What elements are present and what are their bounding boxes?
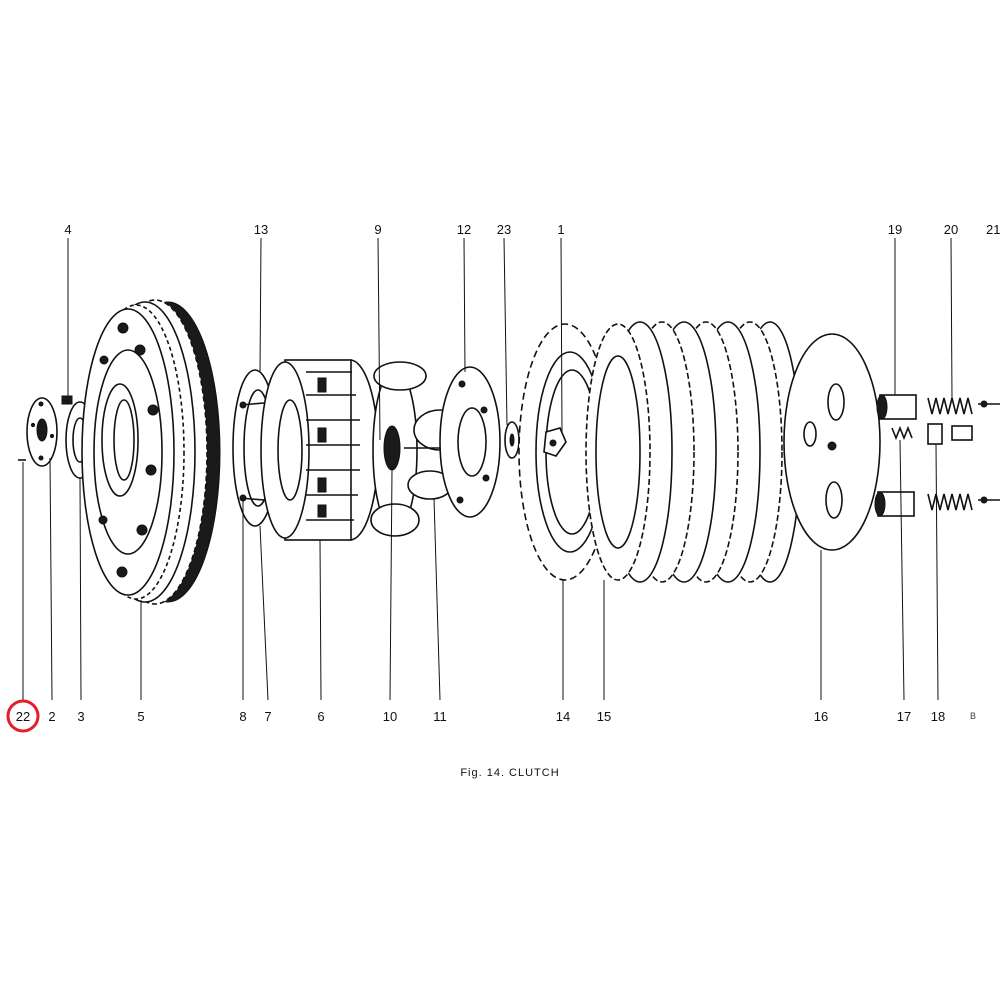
clutch-drum [260, 359, 379, 541]
part-label-13: 13 [254, 222, 268, 237]
part-label-7: 7 [264, 709, 271, 724]
part-label-15: 15 [597, 709, 611, 724]
washer [504, 421, 520, 459]
part-label-2: 2 [48, 709, 55, 724]
part-label-5: 5 [137, 709, 144, 724]
part-label-9: 9 [374, 222, 381, 237]
pressure-plate [783, 333, 881, 551]
shock-absorber-spider [370, 361, 467, 537]
part-label-8: 8 [239, 709, 246, 724]
spring-cups [874, 394, 917, 517]
reference-code: B [970, 711, 978, 721]
part-label-10: 10 [383, 709, 397, 724]
highlight-circle [6, 699, 40, 733]
friction-plates [585, 321, 801, 583]
figure-caption: Fig. 14. CLUTCH [460, 767, 559, 779]
driving-plate [518, 323, 612, 581]
part-label-17: 17 [897, 709, 911, 724]
part-label-22: 22 [16, 709, 30, 724]
part-label-23: 23 [497, 222, 511, 237]
adjuster-nuts [927, 400, 1000, 504]
part-label-6: 6 [317, 709, 324, 724]
leader-lines [22, 237, 953, 701]
clutch-springs [891, 397, 973, 511]
part-label-1: 1 [557, 222, 564, 237]
part-label-18: 18 [931, 709, 945, 724]
part-label-4: 4 [64, 222, 71, 237]
part-label-16: 16 [814, 709, 828, 724]
part-label-21: 21 [986, 222, 1000, 237]
part-label-3: 3 [77, 709, 84, 724]
hub-flange [18, 397, 58, 467]
part-label-14: 14 [556, 709, 570, 724]
part-label-12: 12 [457, 222, 471, 237]
part-label-20: 20 [944, 222, 958, 237]
cover-plate [439, 366, 501, 518]
chainwheel-sprocket [81, 299, 221, 605]
part-label-19: 19 [888, 222, 902, 237]
part-label-11: 11 [433, 709, 447, 724]
